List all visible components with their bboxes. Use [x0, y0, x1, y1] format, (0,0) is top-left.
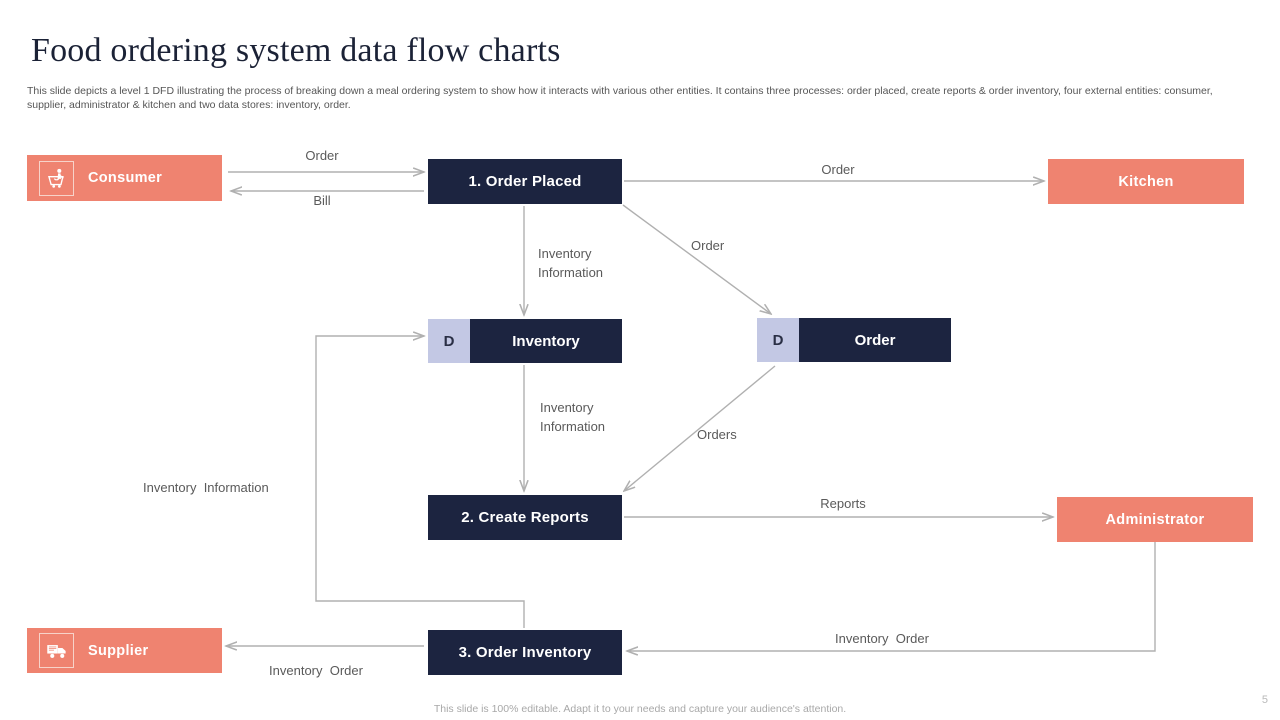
page-title: Food ordering system data flow charts [31, 32, 561, 69]
flow-label-order-to-ds: Order [691, 238, 725, 253]
process-order-inventory-label: 3. Order Inventory [458, 644, 592, 661]
process-create-reports[interactable]: 2. Create Reports [428, 495, 622, 540]
datastore-inventory[interactable]: D Inventory [428, 319, 622, 363]
flow-label-consumer-order: Order [305, 148, 339, 163]
flow-label-reports-to-admin: Reports [820, 496, 866, 511]
flow-label-inv-order-supplier: Inventory Order [269, 663, 363, 678]
datastore-inventory-tag: D [428, 319, 470, 363]
datastore-order-tag: D [757, 318, 799, 362]
datastore-order[interactable]: D Order [757, 318, 951, 362]
entity-kitchen[interactable]: Kitchen [1048, 159, 1244, 204]
entity-supplier[interactable]: Supplier [27, 628, 222, 673]
flow-label-inv-order-admin: Inventory Order [835, 631, 929, 646]
footer-note: This slide is 100% editable. Adapt it to… [433, 703, 847, 715]
datastore-order-label: Order [854, 331, 896, 349]
process-create-reports-label: 2. Create Reports [461, 509, 589, 526]
entity-administrator-label: Administrator [1105, 511, 1205, 528]
shopping-cart-person-icon [39, 160, 74, 196]
page-number: 5 [1261, 694, 1268, 706]
flow-line-order-to-ds [622, 204, 771, 314]
page-subtitle: This slide depicts a level 1 DFD illustr… [27, 85, 1213, 111]
flow-label-kitchen-order: Order [821, 162, 855, 177]
flow-label-inv-info-2: Inventory Information [540, 400, 606, 434]
flow-label-orders-to-reports: Orders [697, 427, 737, 442]
entity-supplier-label: Supplier [88, 642, 149, 659]
entity-consumer[interactable]: Consumer [27, 155, 222, 201]
delivery-truck-icon [39, 633, 74, 668]
entity-kitchen-label: Kitchen [1118, 173, 1174, 190]
process-order-inventory[interactable]: 3. Order Inventory [428, 630, 622, 675]
flow-label-inv-info-3: Inventory Information [143, 480, 269, 495]
process-order-placed[interactable]: 1. Order Placed [428, 159, 622, 204]
entity-administrator[interactable]: Administrator [1057, 497, 1253, 542]
flow-line-inv-info-3 [315, 336, 525, 628]
datastore-inventory-label: Inventory [512, 332, 580, 350]
process-order-placed-label: 1. Order Placed [468, 173, 582, 190]
flow-label-order-placed-bill: Bill [313, 193, 331, 208]
entity-consumer-label: Consumer [88, 170, 163, 186]
flow-label-inv-info-1: Inventory Information [538, 246, 604, 280]
